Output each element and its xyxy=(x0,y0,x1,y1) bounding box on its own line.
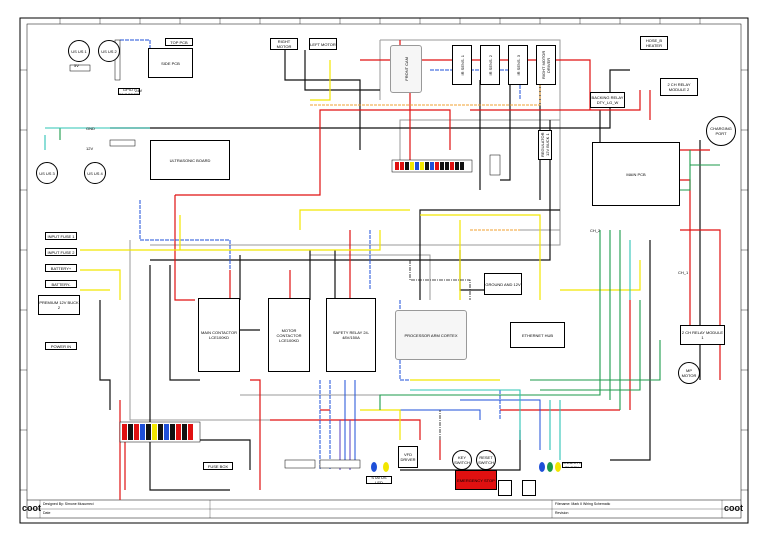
front-camera: FRONT CAM xyxy=(390,45,422,93)
motor-contactor: MOTOR CONTACTOR LCE100KD xyxy=(268,298,310,372)
power-in: POWER IN xyxy=(45,342,77,350)
input-fuse-2: INPUT FUSE 2 xyxy=(45,248,77,256)
side-pcb: SIDE PCB xyxy=(148,48,193,78)
top-pcb: TOP PCB xyxy=(165,38,193,46)
us-sensor-1: US US 1 xyxy=(68,40,90,62)
ethernet-hub: ETHERNET HUB xyxy=(510,322,565,348)
ir-sensor-2: IR SENS. 2 xyxy=(480,45,500,85)
designer: Designed By: Simone Musumeci xyxy=(43,502,94,506)
us-sensor-2: US US 2 xyxy=(98,40,120,62)
logo-right: coot xyxy=(724,503,743,513)
connector-left xyxy=(498,480,512,496)
right-motor-driver-label: RIGHT MOTOR DRIVER xyxy=(541,50,551,80)
safety-relay: SAFETY RELAY 24-48V/150A xyxy=(326,298,376,372)
ir-sensor-1-label: IR SENS. 1 xyxy=(459,54,465,76)
relay-module-2: 2 CH RELAY MODULE 2 xyxy=(660,78,698,96)
ir-sensor-3: IR SENS. 3 xyxy=(508,45,528,85)
gpio-encoder: GPIO / ENCODER xyxy=(118,88,140,95)
reset-switch: RESET SWITCH xyxy=(476,450,496,470)
fuse-box: FUSE BOX xyxy=(203,462,233,470)
main-pcb: MAIN PCB xyxy=(592,142,680,206)
label-12v: 12V xyxy=(86,146,94,151)
us-sensor-3: US US 3 xyxy=(36,162,58,184)
mp-motor: MP MOTOR xyxy=(678,362,700,384)
label-24v: 24V xyxy=(135,88,143,93)
regulator-1: REGULATOR 12V BUCK 1 xyxy=(538,130,552,160)
regulator-1-label: REGULATOR 12V BUCK 1 xyxy=(540,132,550,158)
emergency-stop: EMERGENCY STOP xyxy=(455,470,497,490)
battery-plus: BATTERY+ xyxy=(45,264,77,272)
right-motor: RIGHT MOTOR xyxy=(270,38,298,50)
charging-port: CHARGING PORT xyxy=(706,116,736,146)
ir-sensor-3-label: IR SENS. 3 xyxy=(515,54,521,76)
label-5v: 5V xyxy=(74,63,79,68)
hose-heater: HOSE_B HEATER xyxy=(640,36,668,50)
backing-relay: BACKING RELAY DTY_LG_W xyxy=(590,92,625,108)
battery-minus: BATTERY- xyxy=(45,280,77,288)
label-ch2: CH_2 xyxy=(590,228,601,233)
input-fuse-1: INPUT FUSE 1 xyxy=(45,232,77,240)
ir-sensor-2-label: IR SENS. 2 xyxy=(487,54,493,76)
connector-block: CONNECTOR BLOCK xyxy=(562,462,582,468)
right-motor-driver: RIGHT MOTOR DRIVER xyxy=(536,45,556,85)
status-led: STATUS LED xyxy=(366,476,392,484)
date-field: Date xyxy=(43,511,51,515)
label-gnd: GND xyxy=(86,126,95,131)
connector-right xyxy=(522,480,536,496)
ground-and-12v: GROUND AND 12V xyxy=(484,273,522,295)
regulator-2: PREMIUM 12V BUCK 2 xyxy=(38,295,80,315)
front-camera-label: FRONT CAM xyxy=(403,57,409,81)
left-motor: LEFT MOTOR xyxy=(309,38,337,50)
vfd-driver: VFD DRIVER xyxy=(398,446,418,468)
processor: PROCESSOR ARM CORTEX xyxy=(395,310,467,360)
us-sensor-4: US US 4 xyxy=(84,162,106,184)
key-switch: KEY SWITCH xyxy=(452,450,472,470)
ir-sensor-1: IR SENS. 1 xyxy=(452,45,472,85)
ultrasonic-board: ULTRASONIC BOARD xyxy=(150,140,230,180)
filename: Filename: Mark II Wiring Schematic xyxy=(555,502,611,506)
main-contactor: MAIN CONTACTOR LCE100KD xyxy=(198,298,240,372)
logo-left: coot xyxy=(22,503,41,513)
revision: Revision xyxy=(555,511,569,515)
relay-module-1: 2 CH RELAY MODULE 1 xyxy=(680,325,725,345)
label-ch1: CH_1 xyxy=(678,270,689,275)
